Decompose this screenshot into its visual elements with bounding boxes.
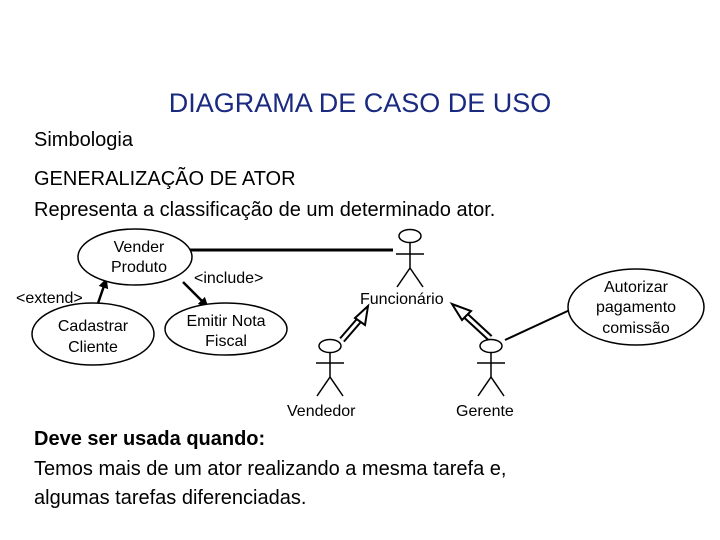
use-case-label-line: Produto [111,259,167,276]
use-case-label-line: Emitir Nota [186,313,265,330]
use-case-emitir-nota-fiscal: Emitir Nota Fiscal [164,302,288,356]
generalization-arrow-vendedor [339,303,370,343]
actor-vendedor-label: Vendedor [287,403,356,420]
use-case-label-line: comissão [602,320,670,337]
usage-text-line: Temos mais de um ator realizando a mesma… [34,458,507,480]
extend-label: <extend> [16,290,83,307]
association-line-gerente-autorizar [504,308,573,341]
use-case-vender-produto: Vender Produto [77,228,193,286]
use-case-label-line: Cliente [68,339,118,356]
use-case-label-line: Autorizar [604,279,669,296]
slide-title: DIAGRAMA DE CASO DE USO [168,88,552,118]
generalization-arrow-gerente [449,302,493,341]
section-heading: GENERALIZAÇÃO DE ATOR [34,168,296,190]
use-case-cadastrar-cliente: Cadastrar Cliente [31,302,155,366]
usage-text-line: algumas tarefas diferenciadas. [34,487,307,509]
use-case-label-line: Cadastrar [58,318,129,335]
actor-funcionario-label: Funcionário [360,291,444,308]
actor-gerente-label: Gerente [456,403,514,420]
usage-heading: Deve ser usada quando: [34,428,266,450]
include-arrow [182,281,209,308]
actor-funcionario-icon [396,228,424,288]
use-case-label-line: Fiscal [205,333,247,350]
actor-gerente-icon [477,338,505,397]
section-description: Representa a classificação de um determi… [34,199,496,221]
use-case-autorizar-pagamento: Autorizar pagamento comissão [567,268,705,346]
use-case-label-line: Vender [114,239,165,256]
slide-subtitle: Simbologia [34,129,133,151]
use-case-label-line: pagamento [596,299,676,316]
actor-vendedor-icon [316,338,344,397]
include-label: <include> [194,270,263,287]
